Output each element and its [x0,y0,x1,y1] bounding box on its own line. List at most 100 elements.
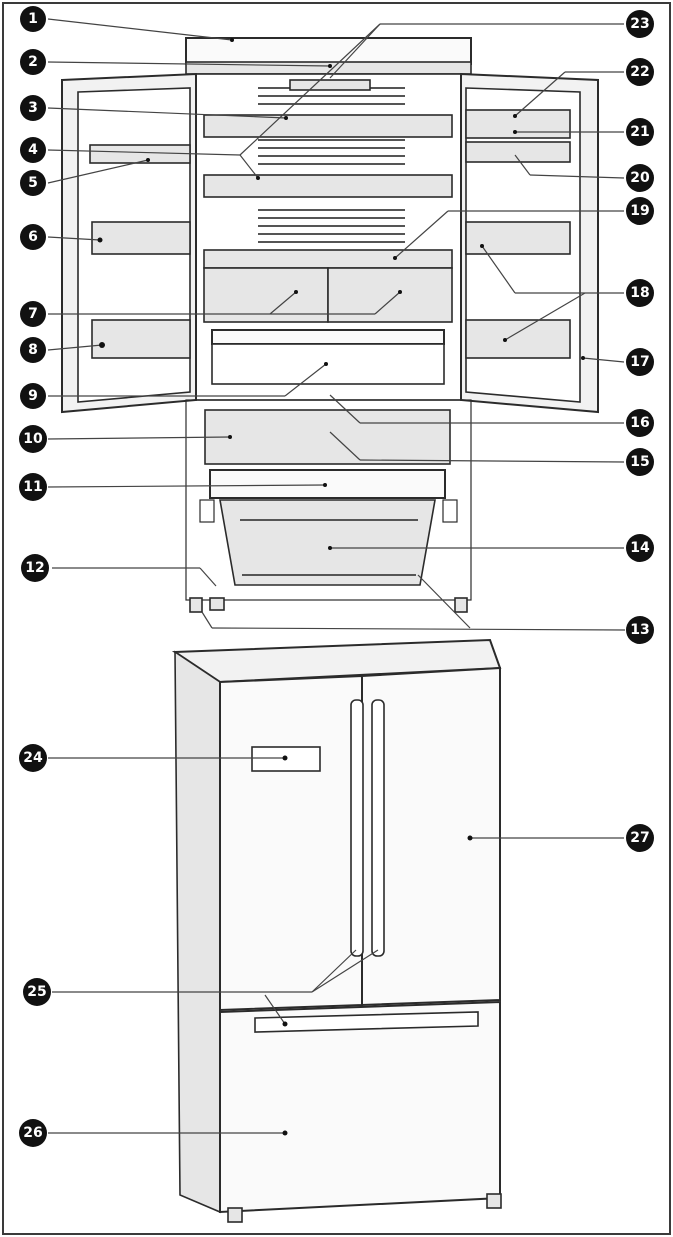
callout-label-7: 7 [28,306,38,322]
leader-20a [529,174,625,179]
endpoint-21 [513,130,517,134]
endpoint-7b [398,290,402,294]
endpoint-19 [393,256,397,260]
right-door-dairy-box [465,109,571,139]
callout-badge-15: 15 [626,448,654,476]
leader-13b [211,627,626,631]
open-fridge-illustration [61,37,599,613]
front-foot-left [227,1207,243,1223]
leader-25b [311,949,357,993]
leader-13c [417,574,471,629]
front-foot-right [486,1193,502,1209]
leader-12b [199,567,217,587]
callout-badge-18: 18 [626,279,654,307]
leader-16b [329,394,361,424]
endpoint-22 [513,114,517,118]
callout-label-9: 9 [28,388,38,404]
callout-label-11: 11 [23,479,42,495]
leader-15b [329,431,361,461]
endpoint-11 [323,483,327,487]
closed-fridge-illustration [171,638,502,1223]
callout-label-15: 15 [630,454,649,470]
leader-lines [47,18,626,1134]
chiller-cover [211,329,445,345]
callout-label-6: 6 [28,229,38,245]
callout-label-23: 23 [630,16,649,32]
callout-label-27: 27 [630,830,649,846]
glass-shelf-lower [203,249,453,269]
slide-rail-left [199,499,215,523]
leader-3 [47,107,287,119]
leader-4b [239,154,259,179]
closed-left-door [219,674,363,1012]
foot-left [189,597,203,613]
freezer-basket-lower [219,499,436,586]
callout-label-17: 17 [630,354,649,370]
callout-badge-10: 10 [19,425,47,453]
callout-badges: 1 2 3 4 5 6 7 8 9 10 11 12 13 14 15 16 1… [19,6,654,1147]
callout-label-1: 1 [28,11,38,27]
callout-badge-6: 6 [20,224,46,250]
endpoint-14 [328,546,332,550]
freezer-cabinet [185,399,472,601]
light-module [289,79,371,91]
freezer-upper-drawer [204,409,451,465]
rear-wall-ribs [258,87,405,243]
callout-badge-13: 13 [626,616,654,644]
callout-badge-20: 20 [626,164,654,192]
endpoint-9 [324,362,328,366]
right-door-handle [371,699,385,957]
endpoint-7a [294,290,298,294]
callout-label-5: 5 [28,175,38,191]
leader-1 [47,18,233,41]
leader-23c [239,23,381,156]
leader-15a [359,459,625,463]
right-door-bin-upper [465,221,571,255]
leader-5 [47,159,149,184]
callout-label-14: 14 [630,540,650,556]
endpoint-18a [480,244,484,248]
callout-badge-12: 12 [21,554,49,582]
glass-shelf-top [203,114,453,138]
leader-10 [47,436,231,440]
callout-badge-26: 26 [19,1119,47,1147]
closed-freezer-drawer [219,1000,501,1214]
leader-11 [47,484,326,488]
leader-endpoints [97,38,585,1136]
freezer-drawer-handle [254,1011,479,1033]
crisper-right [327,267,453,323]
leader-25d [264,994,286,1025]
leader-17 [582,357,625,363]
endpoint-18b [503,338,507,342]
callout-badge-3: 3 [20,95,46,121]
callout-badge-16: 16 [626,409,654,437]
roller-left [209,597,225,611]
leader-7d [374,291,401,315]
callout-badge-25: 25 [23,978,51,1006]
callout-label-24: 24 [23,750,43,766]
callout-label-20: 20 [630,170,650,186]
callout-badge-21: 21 [626,118,654,146]
callout-badge-23: 23 [626,10,654,38]
callout-badge-22: 22 [626,58,654,86]
leader-18c [504,292,586,341]
leader-18b [481,245,516,294]
callout-label-26: 26 [23,1125,42,1141]
endpoint-17 [581,356,585,360]
leader-8 [47,344,103,351]
callout-label-4: 4 [28,142,38,158]
leader-20b [514,154,531,176]
leader-4a [47,149,241,156]
callout-badge-19: 19 [626,197,654,225]
endpoint-24 [282,755,288,761]
top-cover [185,37,472,65]
freezer-basket-ribs [240,519,418,576]
callout-label-25: 25 [27,984,46,1000]
callout-badge-17: 17 [626,348,654,376]
endpoint-2 [328,64,332,68]
leader-22b [514,71,566,117]
leader-25c [311,949,379,993]
glass-shelf-middle [203,174,453,198]
